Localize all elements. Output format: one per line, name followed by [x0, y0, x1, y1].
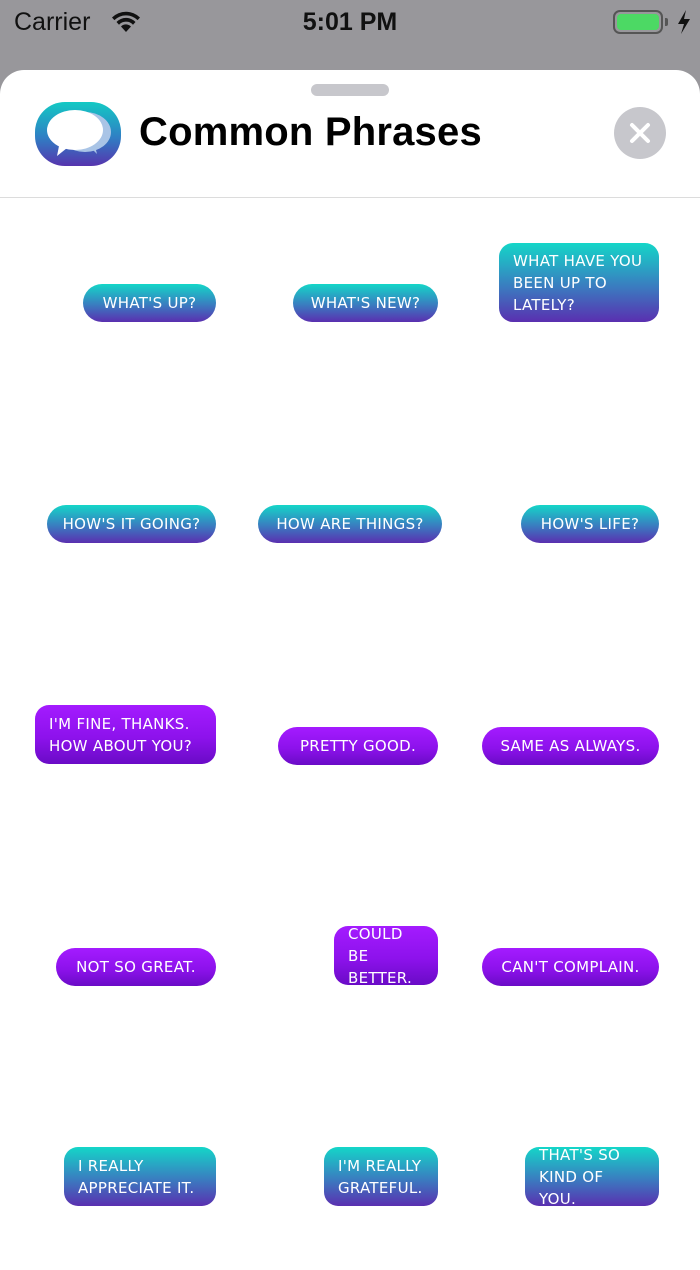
page-title: Common Phrases: [139, 110, 482, 154]
sticker-hows-life[interactable]: How's life?: [521, 505, 659, 543]
sticker-label: I'm fine, thanks. How about you?: [49, 714, 192, 755]
sheet-grabber[interactable]: [311, 84, 389, 96]
wifi-icon: [112, 11, 140, 32]
close-button[interactable]: [614, 107, 666, 159]
sticker-label: That's so kind of you.: [539, 1145, 621, 1208]
sticker-label: What's new?: [310, 294, 421, 312]
clock: 5:01 PM: [302, 8, 398, 36]
sticker-thats-so-kind-of-you[interactable]: That's so kind of you.: [525, 1146, 659, 1208]
sticker-not-so-great[interactable]: Not so great.: [56, 948, 216, 986]
chat-bubbles-icon: [35, 102, 121, 166]
sticker-label: What's up?: [102, 294, 197, 312]
sticker-pretty-good[interactable]: Pretty good.: [278, 727, 438, 765]
sticker-same-as-always[interactable]: Same as always.: [482, 727, 659, 765]
status-bar: Carrier 5:01 PM: [0, 0, 700, 46]
carrier-label: Carrier: [14, 8, 91, 36]
battery-tip: [665, 18, 668, 26]
sticker-label: How are things?: [276, 515, 424, 533]
sticker-label: I'm really grateful.: [338, 1156, 423, 1197]
close-icon: [630, 123, 650, 143]
sticker-label: I really appreciate it.: [78, 1156, 195, 1197]
sticker-whats-up[interactable]: What's up?: [83, 284, 216, 322]
sticker-whats-new[interactable]: What's new?: [293, 284, 438, 322]
charging-bolt-icon: [678, 10, 690, 34]
sticker-how-are-things[interactable]: How are things?: [258, 505, 442, 543]
sticker-could-be-better[interactable]: Could be better.: [334, 925, 438, 987]
sticker-label: Not so great.: [76, 958, 196, 976]
sticker-label: Can't complain.: [501, 958, 640, 976]
sticker-label: Could be better.: [348, 924, 413, 987]
header-divider: [0, 197, 700, 198]
sticker-label: How's it going?: [62, 515, 201, 533]
sticker-i-really-appreciate-it[interactable]: I really appreciate it.: [64, 1147, 216, 1206]
sticker-hows-it-going[interactable]: How's it going?: [47, 505, 216, 543]
sticker-label: Same as always.: [500, 737, 641, 755]
sticker-im-fine-thanks[interactable]: I'm fine, thanks. How about you?: [35, 705, 216, 764]
sticker-what-have-you-been-up-to[interactable]: What have you been up to lately?: [499, 243, 659, 322]
sticker-label: What have you been up to lately?: [513, 251, 643, 314]
sticker-label: Pretty good.: [299, 737, 417, 755]
sticker-label: How's life?: [540, 515, 640, 533]
battery-icon: [613, 10, 663, 34]
sticker-im-really-grateful[interactable]: I'm really grateful.: [324, 1147, 438, 1206]
sticker-cant-complain[interactable]: Can't complain.: [482, 948, 659, 986]
